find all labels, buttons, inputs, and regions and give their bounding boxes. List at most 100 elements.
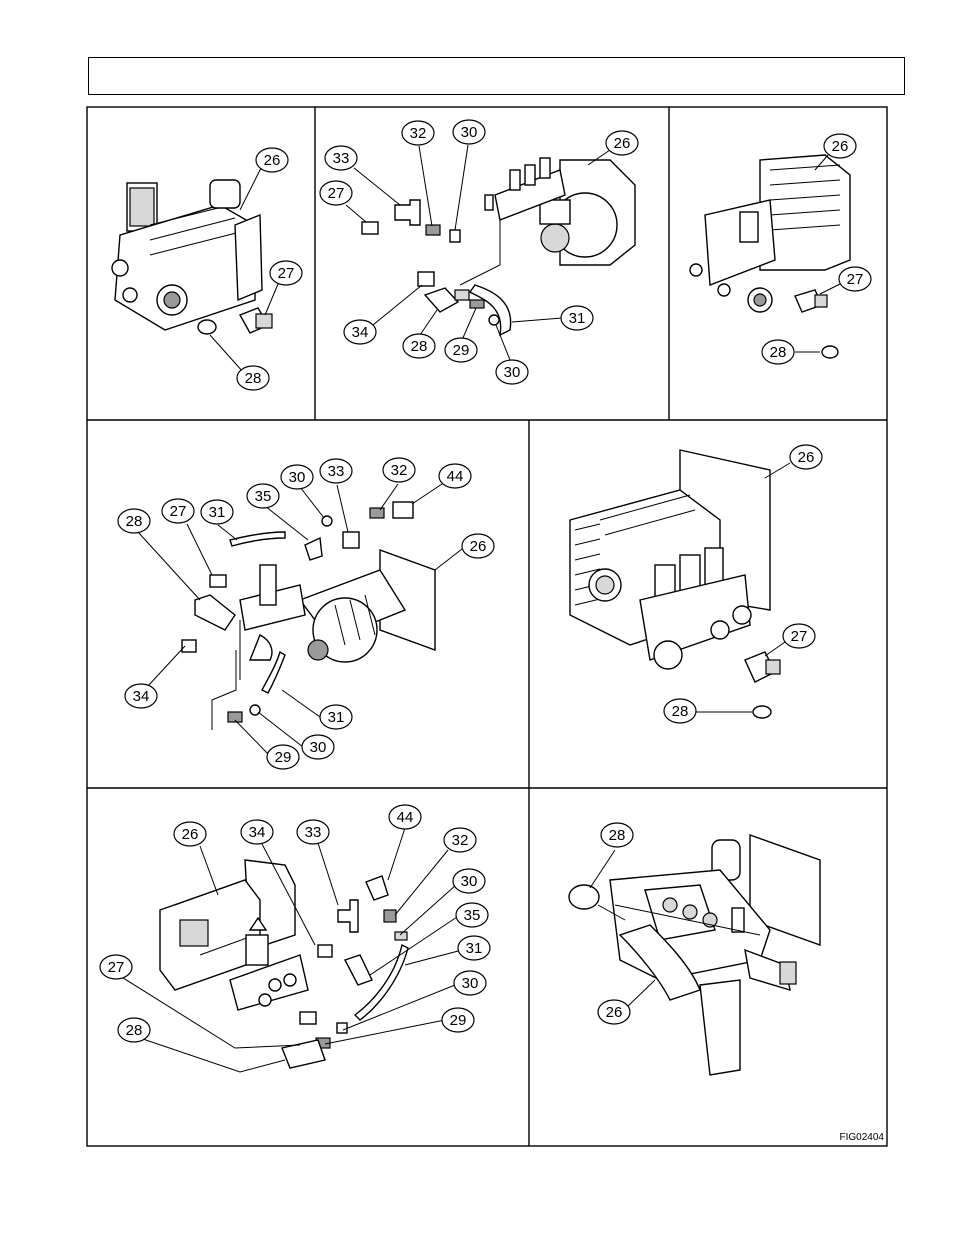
washer-28-drawing <box>822 346 838 358</box>
panel-7-illustration <box>569 835 820 1075</box>
svg-text:28: 28 <box>672 703 689 720</box>
svg-text:26: 26 <box>614 135 631 152</box>
fitting-27-drawing <box>745 652 780 682</box>
callout-p7-26: 26 <box>598 1000 630 1024</box>
panel-1-illustration <box>112 180 272 334</box>
svg-text:29: 29 <box>450 1012 467 1029</box>
svg-text:30: 30 <box>462 975 479 992</box>
washer-28-drawing <box>753 706 771 718</box>
svg-text:44: 44 <box>447 468 464 485</box>
pump-assembly-drawing <box>112 180 262 330</box>
callout-p6-28: 28 <box>118 1018 150 1042</box>
panel-3-illustration <box>690 155 850 358</box>
svg-text:29: 29 <box>453 342 470 359</box>
panel-4-illustration <box>182 502 435 730</box>
callout-p6-33: 33 <box>297 820 329 844</box>
callout-p2-29: 29 <box>445 338 477 362</box>
callout-p6-27: 27 <box>100 955 132 979</box>
callout-p2-34: 34 <box>344 320 376 344</box>
svg-text:27: 27 <box>108 959 125 976</box>
svg-text:32: 32 <box>452 832 469 849</box>
svg-text:31: 31 <box>569 310 586 327</box>
callout-p5-26: 26 <box>790 445 822 469</box>
svg-text:34: 34 <box>133 688 150 705</box>
callout-p2-30b: 30 <box>496 360 528 384</box>
callout-p6-32: 32 <box>444 828 476 852</box>
svg-text:32: 32 <box>410 125 427 142</box>
callout-p2-27: 27 <box>320 181 352 205</box>
svg-text:28: 28 <box>770 344 787 361</box>
callout-p6-29: 29 <box>442 1008 474 1032</box>
callout-p4-28: 28 <box>118 509 150 533</box>
svg-text:29: 29 <box>275 749 292 766</box>
callout-p2-26: 26 <box>606 131 638 155</box>
callout-p1-28: 28 <box>237 366 269 390</box>
svg-text:32: 32 <box>391 462 408 479</box>
callout-p3-27: 27 <box>839 267 871 291</box>
callout-p4-33: 33 <box>320 459 352 483</box>
svg-text:26: 26 <box>606 1004 623 1021</box>
fittings-drawing <box>362 200 511 335</box>
svg-text:27: 27 <box>170 503 187 520</box>
pump-assembly-drawing <box>690 155 850 312</box>
svg-text:35: 35 <box>255 488 272 505</box>
callout-p4-44: 44 <box>439 464 471 488</box>
manifold-assembly-drawing <box>610 835 820 1075</box>
svg-text:28: 28 <box>245 370 262 387</box>
svg-text:34: 34 <box>249 824 266 841</box>
svg-text:26: 26 <box>470 538 487 555</box>
callout-p4-29: 29 <box>267 745 299 769</box>
pump-assembly-drawing <box>240 550 435 662</box>
callout-p2-33: 33 <box>325 146 357 170</box>
callout-p6-34: 34 <box>241 820 273 844</box>
callout-p4-26: 26 <box>462 534 494 558</box>
svg-text:33: 33 <box>333 150 350 167</box>
callout-p4-32: 32 <box>383 458 415 482</box>
callout-p5-28: 28 <box>664 699 696 723</box>
callout-p6-31: 31 <box>458 936 490 960</box>
washer-28-drawing <box>198 320 216 334</box>
svg-text:28: 28 <box>609 827 626 844</box>
svg-text:30: 30 <box>310 739 327 756</box>
svg-text:27: 27 <box>847 271 864 288</box>
callout-p2-31: 31 <box>561 306 593 330</box>
svg-text:30: 30 <box>289 469 306 486</box>
callout-p4-30b: 30 <box>302 735 334 759</box>
svg-text:31: 31 <box>466 940 483 957</box>
fitting-27-drawing <box>240 308 272 333</box>
callout-p1-26: 26 <box>256 148 288 172</box>
callout-p4-27: 27 <box>162 499 194 523</box>
svg-text:31: 31 <box>328 709 345 726</box>
svg-text:33: 33 <box>328 463 345 480</box>
svg-text:26: 26 <box>832 138 849 155</box>
svg-text:27: 27 <box>328 185 345 202</box>
svg-text:44: 44 <box>397 809 414 826</box>
callout-p5-27: 27 <box>783 624 815 648</box>
washer-28-drawing <box>569 885 599 909</box>
svg-text:31: 31 <box>209 504 226 521</box>
callout-p7-28: 28 <box>601 823 633 847</box>
panel-2-illustration <box>362 158 635 335</box>
callout-p2-28: 28 <box>403 334 435 358</box>
figure-code: FIG02404 <box>840 1132 885 1143</box>
svg-text:27: 27 <box>278 265 295 282</box>
callout-p6-44: 44 <box>389 805 421 829</box>
callout-p1-27: 27 <box>270 261 302 285</box>
callout-p2-30a: 30 <box>453 120 485 144</box>
callout-p4-31b: 31 <box>320 705 352 729</box>
pump-assembly-drawing <box>485 158 635 265</box>
panel-5-illustration <box>570 450 780 718</box>
svg-text:28: 28 <box>126 513 143 530</box>
pump-assembly-drawing <box>160 860 308 1010</box>
svg-text:26: 26 <box>264 152 281 169</box>
svg-text:35: 35 <box>464 907 481 924</box>
panel-6-illustration <box>160 860 408 1068</box>
callout-p4-35: 35 <box>247 484 279 508</box>
callout-p3-28: 28 <box>762 340 794 364</box>
callout-p6-35: 35 <box>456 903 488 927</box>
callout-p4-31a: 31 <box>201 500 233 524</box>
svg-text:26: 26 <box>798 449 815 466</box>
svg-text:27: 27 <box>791 628 808 645</box>
svg-text:30: 30 <box>504 364 521 381</box>
